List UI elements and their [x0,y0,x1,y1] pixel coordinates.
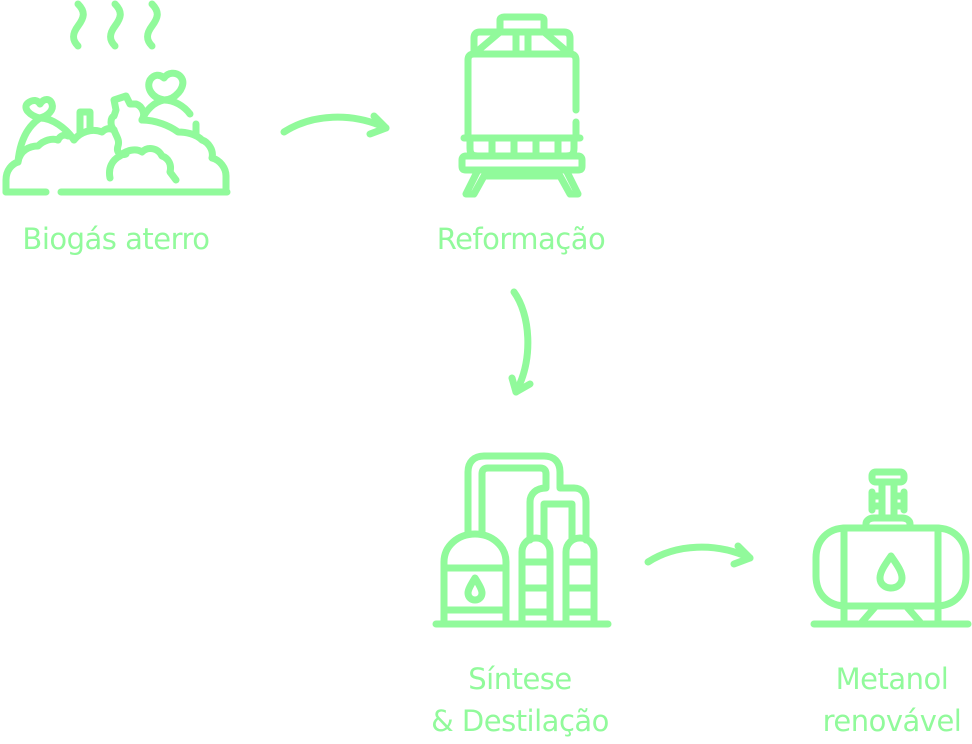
step-label-synthesis-line-1: Síntese [468,662,572,696]
step-label-biogas-line-1: Biogás aterro [22,222,210,256]
step-label-methanol: Metanol renovável [800,658,972,742]
arrow-down-icon [500,286,540,404]
step-label-reforming-line-1: Reformação [436,222,606,256]
arrow-right-icon [640,538,760,578]
reformer-tower-icon [458,13,586,198]
arrow-right-icon [276,108,396,148]
step-label-biogas: Biogás aterro [0,218,232,260]
step-label-reforming: Reformação [416,218,626,260]
landfill-biogas-icon [0,0,236,200]
step-label-methanol-line-1: Metanol [835,662,949,696]
fuel-tank-icon [810,466,972,632]
refinery-plant-icon [432,452,612,632]
step-label-synthesis-line-2: & Destilação [431,704,609,738]
step-label-synthesis: Síntese & Destilação [404,658,636,742]
step-label-methanol-line-2: renovável [822,704,962,738]
